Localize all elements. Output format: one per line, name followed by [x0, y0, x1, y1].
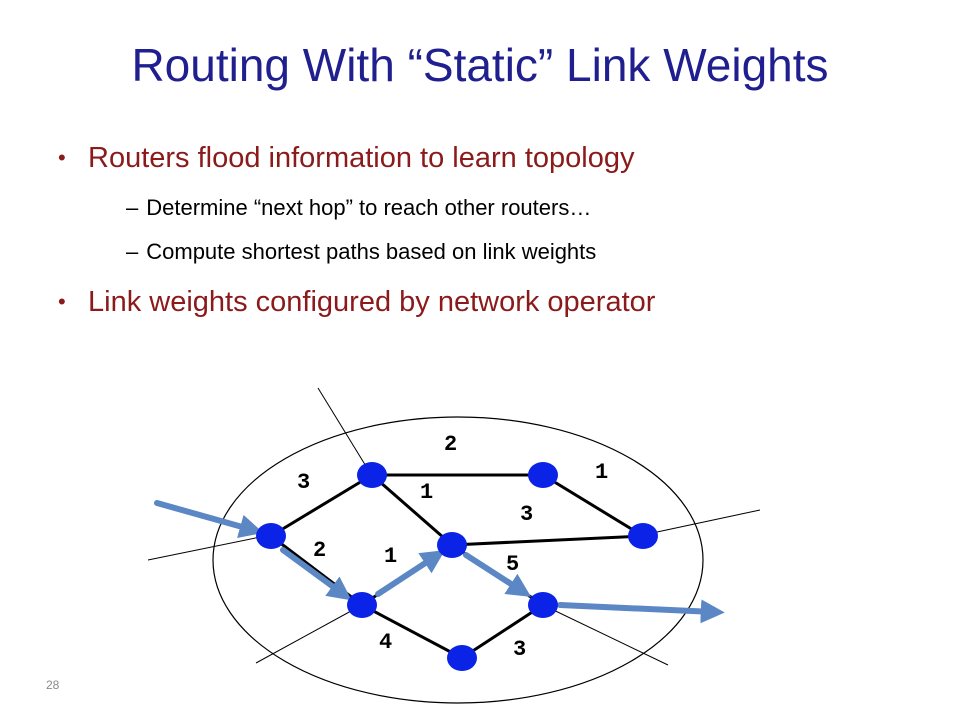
- network-edge: [361, 603, 463, 660]
- link-weight-label: 1: [384, 544, 397, 569]
- sub-bullet-text: Determine “next hop” to reach other rout…: [146, 195, 592, 220]
- router-node: [528, 592, 558, 618]
- network-boundary: [212, 416, 704, 704]
- external-link: [147, 534, 271, 561]
- external-links: [147, 387, 761, 666]
- link-weight-label: 1: [420, 480, 433, 505]
- router-node: [447, 645, 477, 671]
- link-weight-label: 3: [297, 470, 310, 495]
- bullet-list: • Routers flood information to learn top…: [58, 138, 938, 322]
- bullet-item: • Routers flood information to learn top…: [58, 138, 938, 274]
- router-node: [347, 592, 377, 618]
- bullet-item: • Link weights configured by network ope…: [58, 282, 938, 322]
- network-edges: [270, 473, 644, 660]
- routing-path: [154, 500, 725, 624]
- external-link: [255, 604, 363, 664]
- routing-arrow: [154, 500, 264, 538]
- bullet-text: Routers flood information to learn topol…: [88, 142, 635, 174]
- link-weight-label: 3: [513, 637, 526, 662]
- router-node: [256, 523, 286, 549]
- router-node: [628, 523, 658, 549]
- link-weight-label: 5: [506, 552, 519, 577]
- external-link: [542, 604, 669, 666]
- link-weights: 2 3 1 1 3 2 1 5 4 3: [297, 432, 608, 662]
- sub-bullet-item: –Compute shortest paths based on link we…: [88, 230, 938, 274]
- external-link: [642, 509, 761, 536]
- router-nodes: [256, 462, 658, 671]
- network-edge: [542, 473, 644, 538]
- router-node: [528, 462, 558, 488]
- router-node: [357, 462, 387, 488]
- slide-title: Routing With “Static” Link Weights: [131, 39, 829, 91]
- link-weight-label: 2: [313, 538, 326, 563]
- bullet-text: Link weights configured by network opera…: [88, 286, 656, 318]
- routing-arrow: [375, 550, 446, 597]
- sub-bullet-item: –Determine “next hop” to reach other rou…: [88, 186, 938, 230]
- routing-arrow: [463, 552, 532, 597]
- router-node: [437, 532, 467, 558]
- routing-arrow: [557, 599, 725, 624]
- network-edge: [461, 603, 544, 660]
- slide-number: 28: [46, 678, 60, 692]
- link-weight-label: 4: [379, 630, 392, 655]
- link-weight-label: 2: [444, 432, 457, 457]
- dash-icon: –: [126, 239, 139, 264]
- network-edge: [451, 534, 644, 547]
- network-edge: [270, 473, 373, 538]
- sub-bullet-text: Compute shortest paths based on link wei…: [146, 239, 597, 264]
- sub-bullet-list: –Determine “next hop” to reach other rou…: [88, 186, 938, 274]
- network-diagram: 2 3 1 1 3 2 1 5 4 3: [147, 387, 761, 704]
- link-weight-label: 3: [520, 502, 533, 527]
- dash-icon: –: [126, 195, 139, 220]
- link-weight-label: 1: [595, 460, 608, 485]
- routing-arrow: [280, 547, 352, 601]
- bullet-dot-icon: •: [58, 145, 66, 170]
- network-edge: [371, 473, 453, 547]
- bullet-dot-icon: •: [58, 289, 66, 314]
- external-link: [317, 387, 373, 477]
